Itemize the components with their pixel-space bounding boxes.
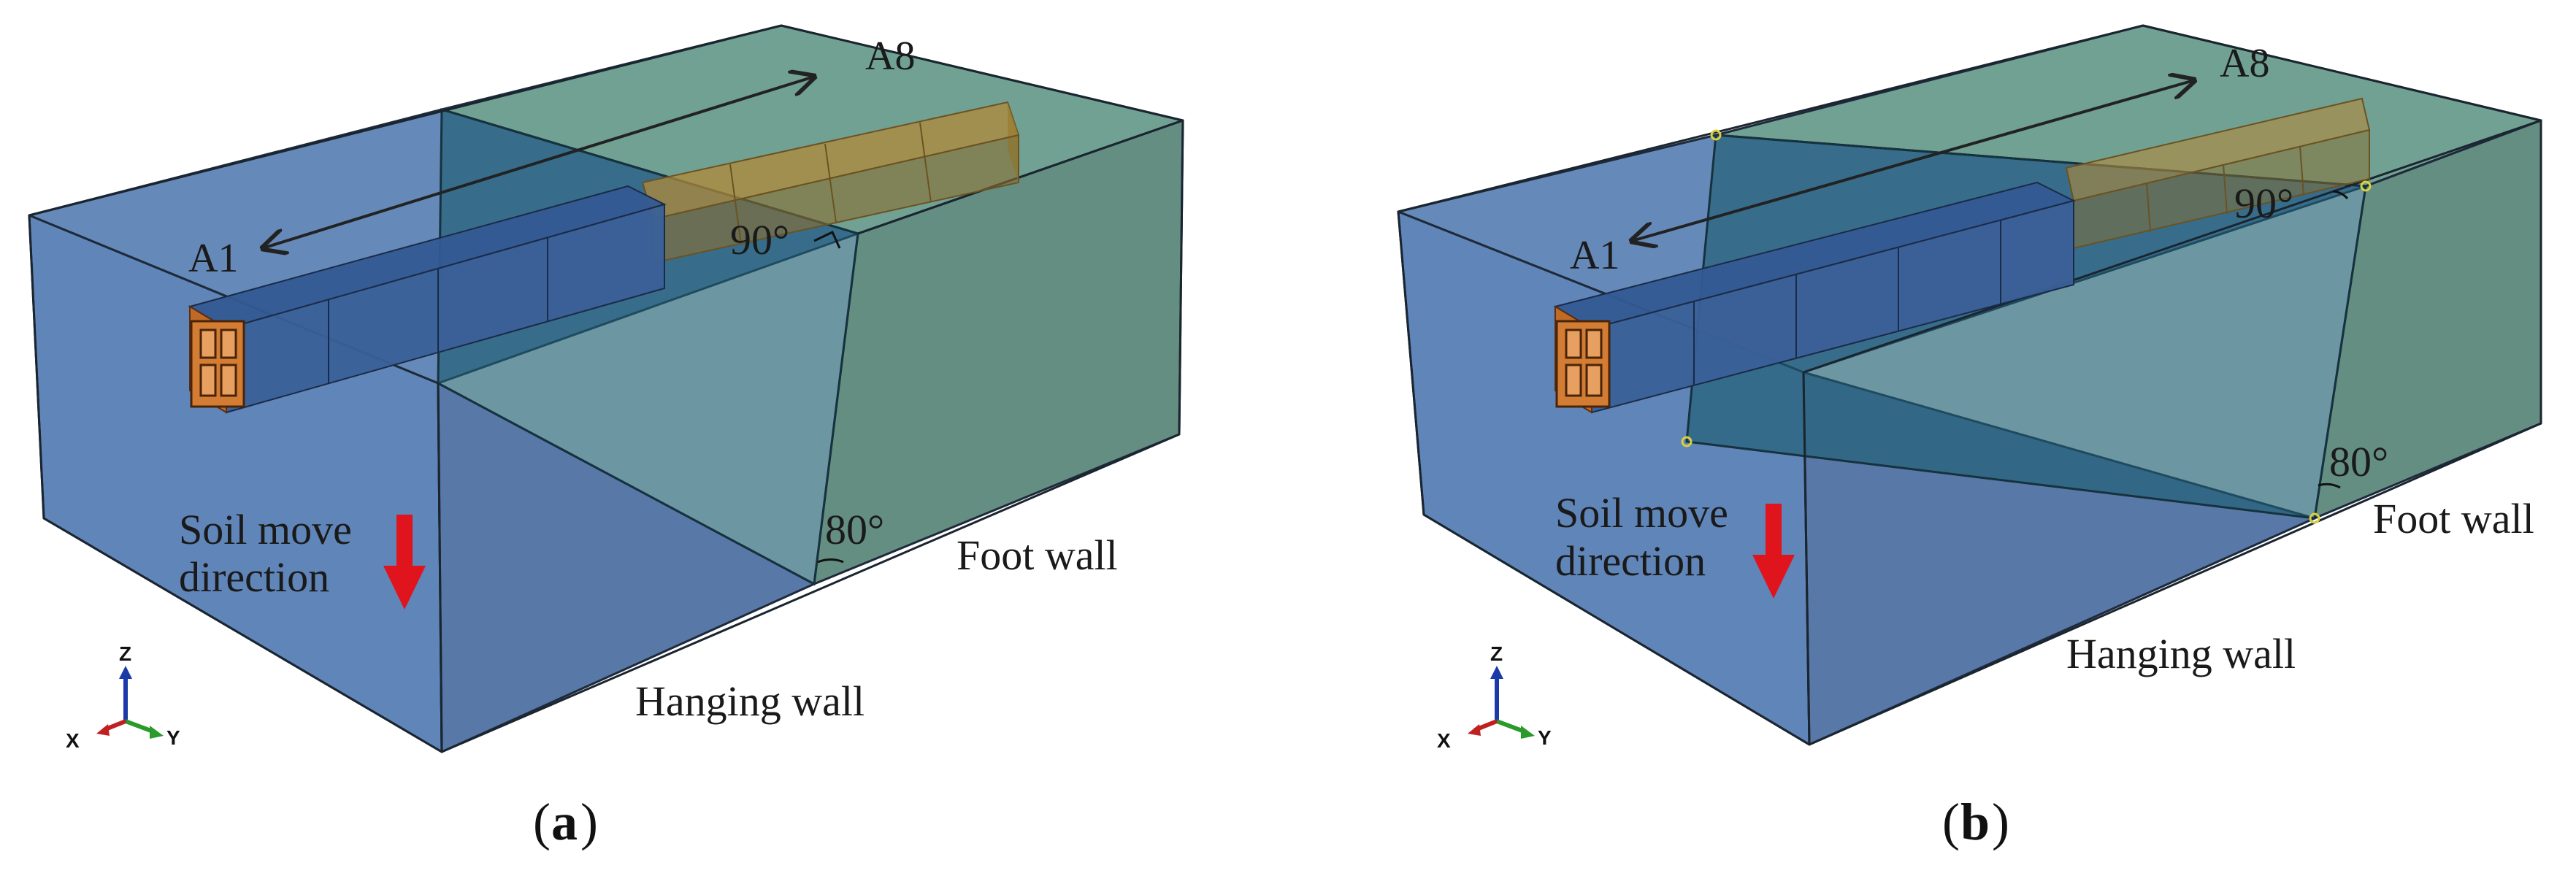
soil-move-arrow-icon	[383, 515, 426, 610]
angle-90-mark	[813, 230, 841, 249]
label-a8: A8	[865, 34, 915, 79]
label-a1: A1	[188, 236, 238, 281]
soil-move-label-line2: direction	[1555, 537, 1706, 585]
hanging-wall-label: Hanging wall	[2066, 630, 2296, 677]
axis-triad-icon: Z Y X	[1437, 642, 1552, 752]
panel-a: A1 A8 90° 80° Foot wall Hanging wall Soi…	[28, 24, 1184, 851]
label-a1: A1	[1570, 233, 1619, 278]
pipe-axis-arrow	[1632, 80, 2194, 241]
angle-90-label: 90°	[2234, 180, 2293, 227]
foot-wall-label: Foot wall	[2373, 495, 2534, 542]
soil-move-label-line2: direction	[179, 553, 329, 601]
axis-y-label: Y	[1538, 726, 1552, 749]
panel-a-caption-close: )	[580, 793, 598, 851]
axis-z-label: Z	[119, 642, 131, 665]
angle-80-label: 80°	[825, 506, 884, 553]
axis-triad-icon: Z Y X	[66, 642, 180, 752]
hanging-wall-label: Hanging wall	[635, 677, 865, 725]
axis-z-label: Z	[1490, 642, 1503, 665]
angle-80-mark	[817, 558, 844, 564]
label-a8: A8	[2220, 41, 2269, 86]
pipe-cross-section	[1555, 320, 1611, 408]
angle-80-mark	[2318, 483, 2341, 489]
panel-b-caption-letter: b	[1960, 793, 1990, 851]
soil-move-label-line1: Soil move	[179, 506, 352, 553]
angle-90-label: 90°	[730, 216, 789, 264]
angle-80-label: 80°	[2329, 438, 2388, 485]
pipe-axis-arrow	[263, 77, 814, 248]
panel-b-caption-open: (	[1942, 793, 1960, 851]
box-edges	[28, 24, 1184, 753]
panel-a-caption-open: (	[533, 793, 551, 851]
angle-90-mark	[2332, 190, 2349, 200]
axis-x-label: X	[66, 729, 80, 752]
pipe-cross-section	[190, 320, 245, 408]
panel-b: A1 A8 90° 80° Foot wall Hanging wall Soi…	[1397, 24, 2542, 851]
soil-move-arrow-icon	[1752, 504, 1795, 599]
axis-x-label: X	[1437, 729, 1451, 752]
foot-wall-label: Foot wall	[957, 531, 1118, 579]
panel-b-caption-close: )	[1992, 793, 2009, 851]
soil-move-label-line1: Soil move	[1555, 489, 1728, 537]
axis-y-label: Y	[166, 726, 180, 749]
panel-a-caption-letter: a	[551, 793, 578, 851]
